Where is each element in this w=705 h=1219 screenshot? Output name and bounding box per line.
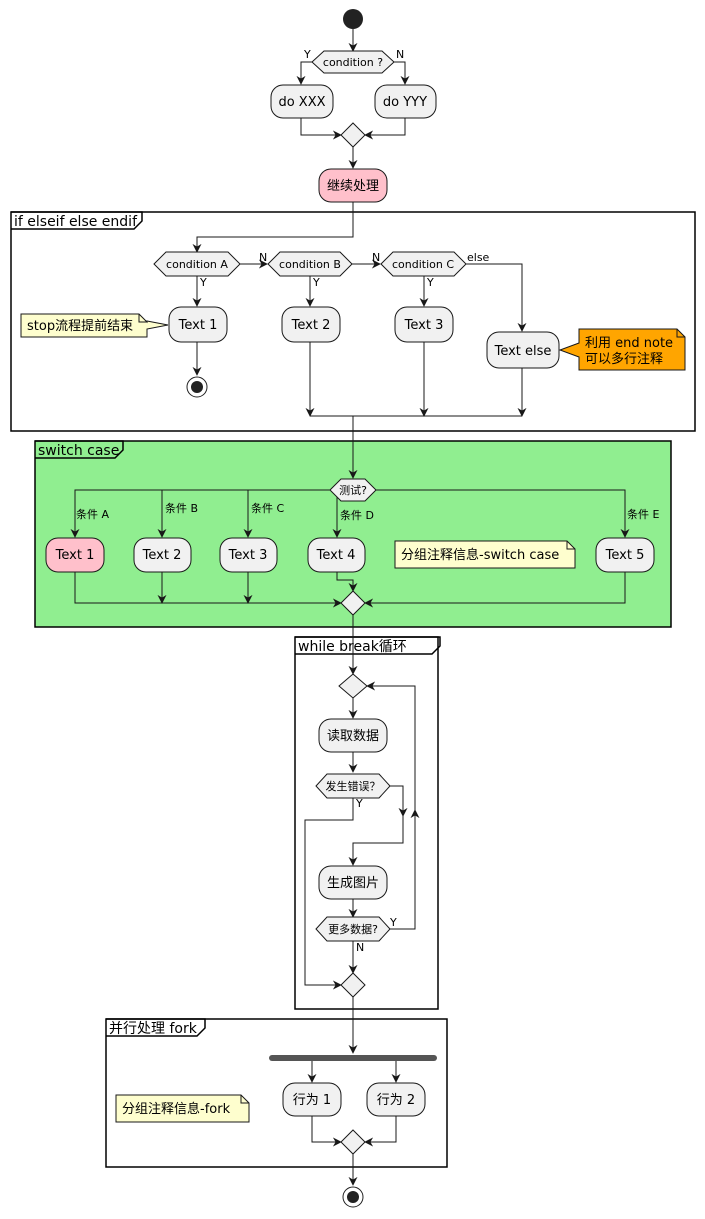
action-switch-text-1-label: Text 1 <box>55 548 95 563</box>
action-switch-text-4-label: Text 4 <box>316 548 356 563</box>
fork-group-frame: 并行处理 fork <box>105 1018 448 1168</box>
action-do-yyy: do YYY <box>374 84 437 119</box>
note-end-multiline: 利用 end note 可以多行注释 <box>558 328 686 371</box>
decision-condition-a-label: condition A <box>166 258 228 271</box>
action-do-xxx: do XXX <box>270 84 334 119</box>
action-switch-text-5-label: Text 5 <box>605 548 645 563</box>
branch-a-no-label: N <box>259 251 267 264</box>
branch-yes-label: Y <box>303 48 311 61</box>
decision-condition-c-label: condition C <box>392 258 454 271</box>
start-node <box>343 9 363 29</box>
decision-condition-c: condition C <box>380 251 467 277</box>
action-switch-text-4: Text 4 <box>307 537 366 573</box>
decision-condition: condition ? <box>311 50 395 74</box>
decision-test: 测试? <box>329 478 377 502</box>
note-stop-label: stop流程提前结束 <box>27 318 133 334</box>
action-if-text-1-label: Text 1 <box>178 318 218 333</box>
merge-diamond-fork <box>340 1129 366 1155</box>
note-fork-label: 分组注释信息-fork <box>122 1101 231 1117</box>
action-switch-text-2: Text 2 <box>133 537 192 573</box>
action-if-text-2-label: Text 2 <box>291 318 331 333</box>
action-if-text-else-label: Text else <box>494 344 552 359</box>
switch-group-title: switch case <box>38 443 119 459</box>
action-if-text-1: Text 1 <box>168 306 228 343</box>
note-switch-label: 分组注释信息-switch case <box>401 547 559 563</box>
action-switch-text-3-label: Text 3 <box>228 548 268 563</box>
if-group-title: if elseif else endif <box>14 214 138 230</box>
stop-node-if <box>186 376 208 398</box>
decision-more-data: 更多数据? <box>315 916 391 942</box>
action-switch-text-1: Text 1 <box>45 537 105 573</box>
action-read-data-label: 读取数据 <box>327 729 379 744</box>
action-do-yyy-label: do YYY <box>383 95 427 110</box>
fork-bar <box>269 1055 437 1061</box>
action-continue-label: 继续处理 <box>327 179 379 194</box>
action-fork-2: 行为 2 <box>366 1082 426 1117</box>
note-end-line-2: 可以多行注释 <box>585 351 663 367</box>
action-fork-2-label: 行为 2 <box>377 1093 415 1108</box>
decision-more-data-label: 更多数据? <box>328 922 378 936</box>
stop-node-final <box>342 1186 364 1208</box>
branch-a-yes-label: Y <box>199 276 207 289</box>
note-switch: 分组注释信息-switch case <box>394 540 576 569</box>
while-group-frame: while break循环 <box>294 636 441 1010</box>
decision-test-label: 测试? <box>339 484 367 497</box>
branch-b-yes-label: Y <box>312 276 320 289</box>
action-switch-text-2-label: Text 2 <box>142 548 182 563</box>
action-if-text-3-label: Text 3 <box>404 318 444 333</box>
action-do-xxx-label: do XXX <box>278 95 325 110</box>
merge-diamond-top <box>340 122 366 148</box>
error-yes-label: Y <box>355 797 363 810</box>
case-d-label: 条件 D <box>340 508 374 522</box>
loop-end-diamond <box>340 972 366 998</box>
action-generate-image: 生成图片 <box>318 865 388 900</box>
action-read-data: 读取数据 <box>318 718 388 753</box>
loop-start-diamond <box>338 673 368 699</box>
branch-else-label: else <box>467 251 490 264</box>
note-end-line-1: 利用 end note <box>585 336 673 351</box>
action-if-text-else: Text else <box>486 331 560 369</box>
action-switch-text-5: Text 5 <box>595 537 655 573</box>
decision-condition-a: condition A <box>153 251 241 277</box>
case-e-label: 条件 E <box>627 507 659 521</box>
note-fork: 分组注释信息-fork <box>115 1094 250 1123</box>
note-stop: stop流程提前结束 <box>20 313 169 338</box>
fork-group-title: 并行处理 fork <box>109 1021 198 1037</box>
action-fork-1-label: 行为 1 <box>293 1093 331 1108</box>
merge-diamond-switch <box>340 590 366 616</box>
case-a-label: 条件 A <box>76 507 109 521</box>
decision-condition-label: condition ? <box>323 56 383 69</box>
while-group-title: while break循环 <box>298 639 407 655</box>
decision-error: 发生错误？ <box>315 773 391 799</box>
branch-c-yes-label: Y <box>426 276 434 289</box>
action-fork-1: 行为 1 <box>282 1082 342 1117</box>
connectors <box>70 29 630 1186</box>
more-no-label: N <box>356 941 364 954</box>
action-if-text-3: Text 3 <box>394 306 454 343</box>
action-switch-text-3: Text 3 <box>219 537 278 573</box>
action-generate-image-label: 生成图片 <box>327 876 379 891</box>
action-continue: 继续处理 <box>318 168 388 203</box>
more-yes-label: Y <box>389 916 397 929</box>
case-c-label: 条件 C <box>251 501 284 515</box>
branch-b-no-label: N <box>372 251 380 264</box>
case-b-label: 条件 B <box>165 501 198 515</box>
branch-no-label: N <box>396 48 404 61</box>
decision-error-label: 发生错误？ <box>326 779 381 793</box>
decision-condition-b: condition B <box>267 251 353 277</box>
decision-condition-b-label: condition B <box>279 258 341 271</box>
action-if-text-2: Text 2 <box>281 306 341 343</box>
